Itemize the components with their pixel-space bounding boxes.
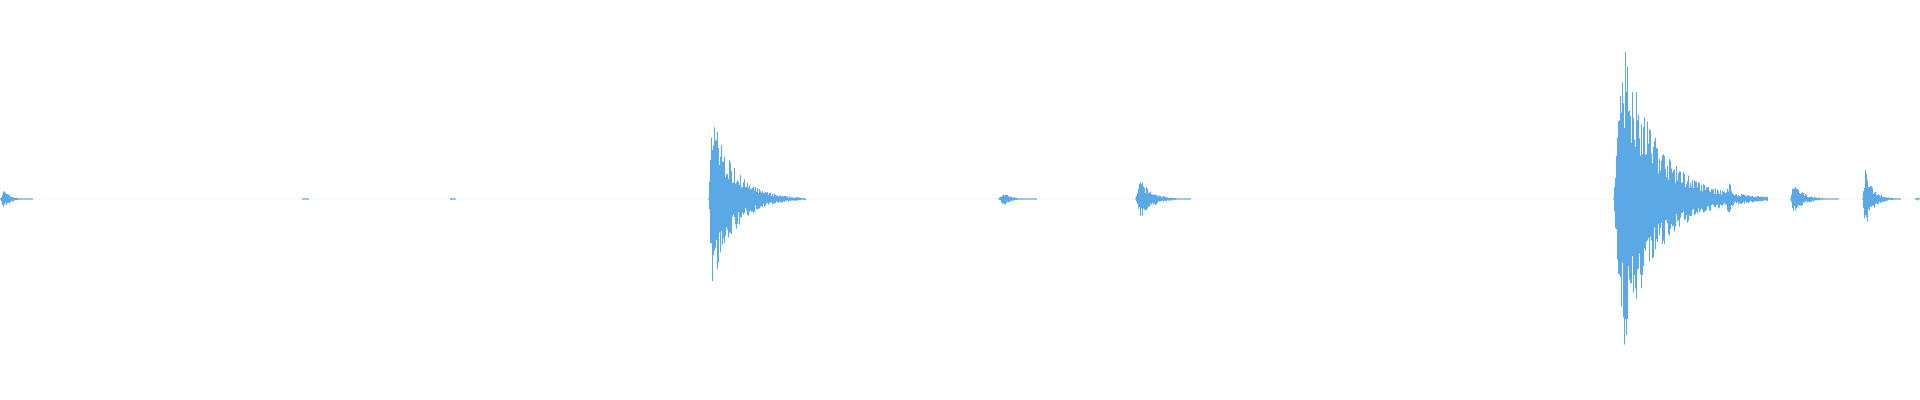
waveform-burst: [1135, 182, 1191, 216]
waveform-burst-path: [1790, 186, 1839, 211]
waveform-burst: [708, 127, 806, 282]
waveform-burst: [1790, 186, 1839, 211]
waveform-burst: [1613, 51, 1768, 345]
waveform-burst: [0, 191, 33, 207]
waveform-burst: [302, 198, 309, 200]
waveform-burst: [998, 194, 1037, 205]
waveform-burst-path: [998, 194, 1037, 205]
waveform-burst-path: [708, 127, 806, 282]
waveform-burst-path: [0, 191, 33, 207]
waveform-burst-path: [1862, 170, 1901, 222]
waveform-burst-path: [1724, 183, 1743, 213]
waveform-burst-path: [450, 198, 456, 200]
waveform-burst-path: [1613, 51, 1768, 345]
waveform-burst: [1862, 170, 1901, 222]
waveform-burst: [450, 198, 456, 200]
waveform-burst-path: [1135, 182, 1191, 216]
waveform-burst-path: [1915, 197, 1920, 201]
waveform-burst: [1915, 197, 1920, 201]
waveform-burst: [1724, 183, 1743, 213]
waveform-burst-path: [302, 198, 309, 200]
